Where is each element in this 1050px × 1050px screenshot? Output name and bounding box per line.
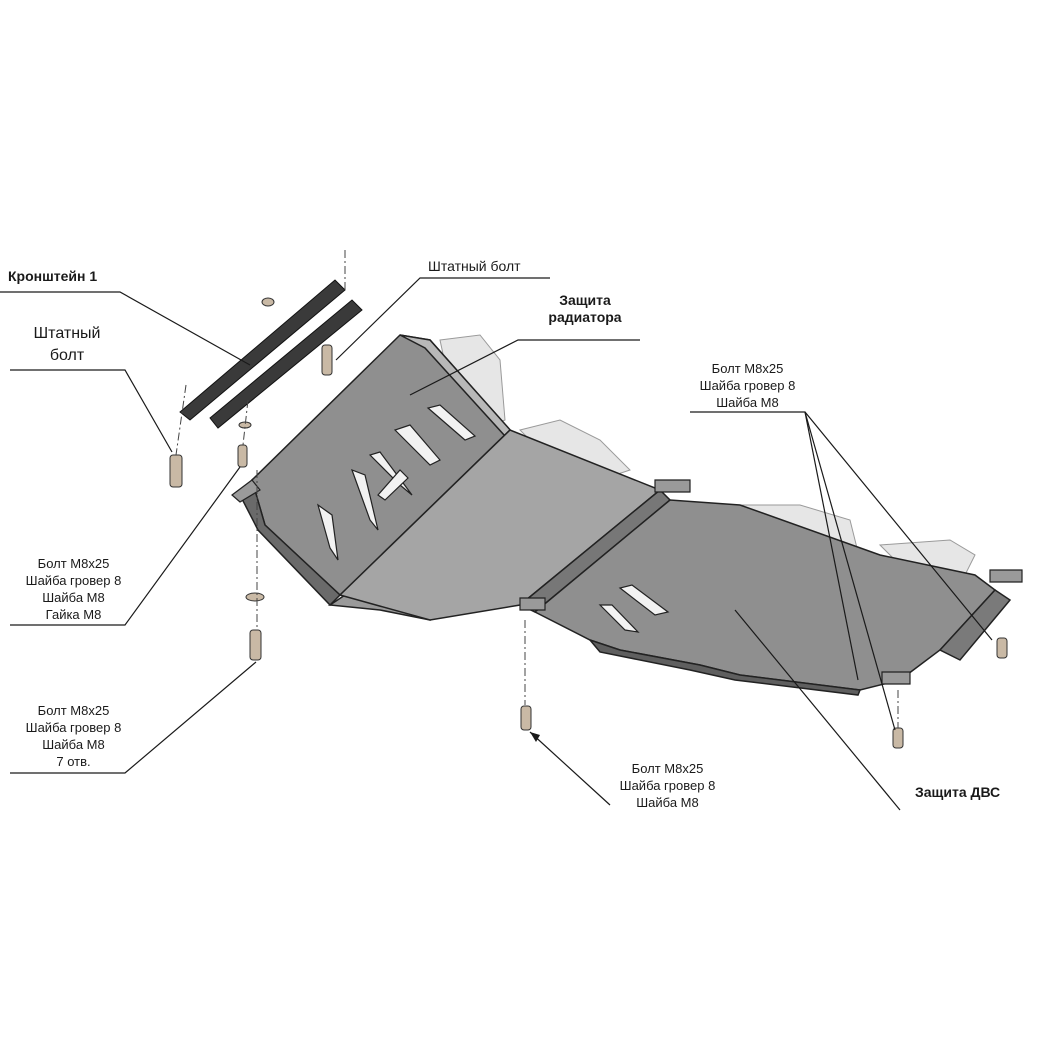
label-line: Шайба М8 — [716, 395, 779, 410]
mounting-tabs — [231, 479, 1023, 685]
label-kit-left-nut: Болт М8х25 Шайба гровер 8 Шайба М8 Гайка… — [6, 555, 141, 623]
label-line: болт — [49, 347, 85, 364]
axis-lines — [175, 250, 899, 728]
label-standard-bolt-top: Штатный болт — [428, 258, 521, 274]
label-line: Гайка М8 — [45, 607, 102, 622]
label-standard-bolt-left: Штатный болт — [22, 323, 112, 367]
label-line: Штатный — [33, 325, 101, 342]
engine-guard-plate — [533, 499, 1012, 696]
arrow-heads — [530, 732, 540, 742]
label-line: Шайба гровер 8 — [25, 720, 122, 735]
label-line: Шайба гровер 8 — [699, 378, 796, 393]
label-line: Болт М8х25 — [37, 556, 110, 571]
label-line: Болт М8х25 — [631, 761, 704, 776]
label-line: Шайба М8 — [636, 795, 699, 810]
engine-cutouts — [598, 584, 670, 633]
radiator-cutouts — [316, 404, 477, 561]
leader-lines — [0, 277, 993, 811]
label-line: 7 отв. — [56, 754, 91, 769]
label-line: Болт М8х25 — [711, 361, 784, 376]
label-line: Шайба гровер 8 — [619, 778, 716, 793]
label-line: Шайба М8 — [42, 737, 105, 752]
label-kit-right: Болт М8х25 Шайба гровер 8 Шайба М8 — [680, 360, 815, 411]
label-line: Болт М8х25 — [37, 703, 110, 718]
label-kit-left-holes: Болт М8х25 Шайба гровер 8 Шайба М8 7 отв… — [6, 702, 141, 770]
label-line: радиатора — [548, 309, 622, 325]
label-line: Шайба гровер 8 — [25, 573, 122, 588]
label-kit-bottom: Болт М8х25 Шайба гровер 8 Шайба М8 — [600, 760, 735, 811]
label-radiator-guard: Защита радиатора — [530, 292, 640, 326]
bolts — [169, 297, 1008, 749]
label-bracket-1: Кронштейн 1 — [8, 268, 98, 284]
label-line: Защита — [559, 292, 611, 308]
label-engine-guard: Защита ДВС — [915, 784, 1001, 800]
label-line: Шайба М8 — [42, 590, 105, 605]
